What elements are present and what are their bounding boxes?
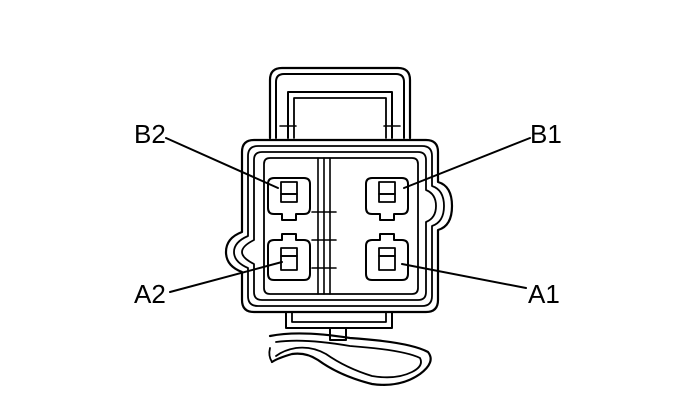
connector-housing — [224, 138, 454, 314]
terminal-a1 — [365, 233, 409, 281]
label-a1: A1 — [528, 279, 560, 309]
label-b2: B2 — [134, 119, 166, 149]
leader-line-b1 — [403, 137, 531, 189]
leader-line-a2 — [169, 261, 283, 293]
label-a2: A2 — [134, 279, 166, 309]
center-divider — [311, 157, 337, 295]
leader-line-a1 — [401, 263, 527, 289]
terminal-a2 — [267, 233, 311, 281]
leader-line-b2 — [165, 137, 279, 189]
terminal-b1 — [365, 177, 409, 221]
label-b1: B1 — [530, 119, 562, 149]
connector-latch — [268, 66, 412, 140]
leader-lines — [165, 137, 531, 293]
connector-lock-clip — [268, 311, 432, 386]
terminal-b2 — [267, 177, 311, 221]
